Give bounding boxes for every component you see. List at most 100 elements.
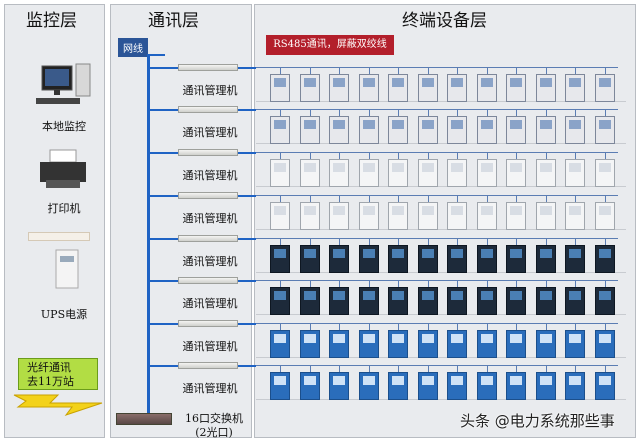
device-stub [516, 109, 517, 116]
terminal-device-icon [388, 116, 408, 144]
device-stub [309, 280, 311, 287]
rs485-bus-branch [238, 67, 256, 69]
network-bus-vertical [147, 54, 150, 420]
device-stub [280, 365, 281, 372]
terminal-device-icon [270, 287, 290, 315]
terminal-device-icon [417, 330, 438, 358]
rs485-row-line [256, 152, 618, 153]
comm-bus-branch [148, 195, 178, 197]
rs485-bus-branch [238, 280, 256, 282]
device-stub [457, 67, 458, 74]
terminal-device-icon [594, 287, 615, 315]
terminal-device-icon [565, 116, 585, 144]
terminal-device-icon [417, 159, 438, 187]
terminal-device-icon [447, 245, 467, 273]
comm-manager-label: 通讯管理机 [182, 340, 238, 353]
terminal-device-icon [447, 116, 467, 144]
terminal-device-icon [299, 116, 320, 144]
printer-icon [40, 149, 86, 188]
comm-manager-label: 通讯管理机 [182, 255, 238, 268]
terminal-device-icon [270, 245, 290, 273]
rs485-bus-branch [238, 365, 256, 367]
terminal-device-icon [358, 116, 379, 144]
device-stub [368, 280, 370, 287]
terminal-row [256, 60, 626, 102]
comm-manager-label: 通讯管理机 [182, 297, 238, 310]
device-stub [516, 67, 517, 74]
monitor-layer-title: 监控层 [26, 11, 77, 31]
terminal-device-icon [506, 372, 526, 400]
terminal-device-icon [565, 330, 585, 358]
terminal-device-icon [388, 202, 408, 230]
device-stub [339, 195, 340, 202]
device-stub [575, 195, 576, 202]
device-stub [368, 365, 370, 372]
device-stub [339, 323, 340, 330]
terminal-device-icon [594, 245, 615, 273]
terminal-layer-title: 终端设备层 [402, 11, 487, 31]
terminal-device-icon [329, 245, 349, 273]
comm-bus-branch [148, 238, 178, 240]
device-stub [604, 109, 606, 116]
terminal-device-icon [417, 202, 438, 230]
device-stub [339, 109, 340, 116]
device-stub [280, 195, 281, 202]
ups-icon [55, 249, 79, 289]
device-stub [575, 365, 576, 372]
terminal-device-icon [329, 330, 349, 358]
terminal-device-icon [388, 330, 408, 358]
device-stub [486, 67, 488, 74]
small-panel-strip [28, 232, 90, 241]
device-stub [457, 323, 458, 330]
terminal-device-icon [476, 74, 497, 102]
device-stub [516, 195, 517, 202]
device-stub [339, 67, 340, 74]
comm-manager-device [178, 149, 238, 156]
terminal-device-icon [417, 74, 438, 102]
terminal-row [256, 358, 626, 400]
terminal-device-icon [270, 202, 290, 230]
comm-manager-device [178, 235, 238, 242]
comm-manager-device [178, 64, 238, 71]
terminal-device-icon [388, 74, 408, 102]
device-stub [516, 238, 517, 245]
device-stub [545, 238, 547, 245]
terminal-device-icon [476, 245, 497, 273]
terminal-device-icon [417, 245, 438, 273]
device-stub [545, 152, 547, 159]
terminal-device-icon [535, 245, 556, 273]
device-stub [516, 152, 517, 159]
terminal-device-icon [417, 287, 438, 315]
device-stub [575, 238, 576, 245]
device-stub [280, 67, 281, 74]
terminal-device-icon [506, 287, 526, 315]
device-stub [545, 109, 547, 116]
terminal-device-icon [476, 159, 497, 187]
rs485-row-line [256, 109, 618, 110]
comm-manager-device [178, 106, 238, 113]
terminal-device-icon [270, 372, 290, 400]
rs485-row-line [256, 238, 618, 239]
device-stub [457, 152, 458, 159]
terminal-device-icon [506, 202, 526, 230]
device-stub [398, 280, 399, 287]
terminal-device-icon [270, 159, 290, 187]
device-stub [604, 67, 606, 74]
terminal-row [256, 102, 626, 144]
terminal-device-icon [270, 74, 290, 102]
device-stub [486, 195, 488, 202]
terminal-device-icon [388, 372, 408, 400]
device-stub [604, 152, 606, 159]
terminal-device-icon [565, 159, 585, 187]
switch-label-line1: 16口交换机 [185, 412, 243, 425]
device-stub [575, 67, 576, 74]
device-stub [545, 323, 547, 330]
comm-bus-branch [148, 323, 178, 325]
device-stub [368, 67, 370, 74]
device-stub [604, 280, 606, 287]
device-stub [427, 323, 429, 330]
terminal-device-icon [299, 330, 320, 358]
device-stub [280, 109, 281, 116]
terminal-device-icon [358, 159, 379, 187]
device-stub [427, 152, 429, 159]
